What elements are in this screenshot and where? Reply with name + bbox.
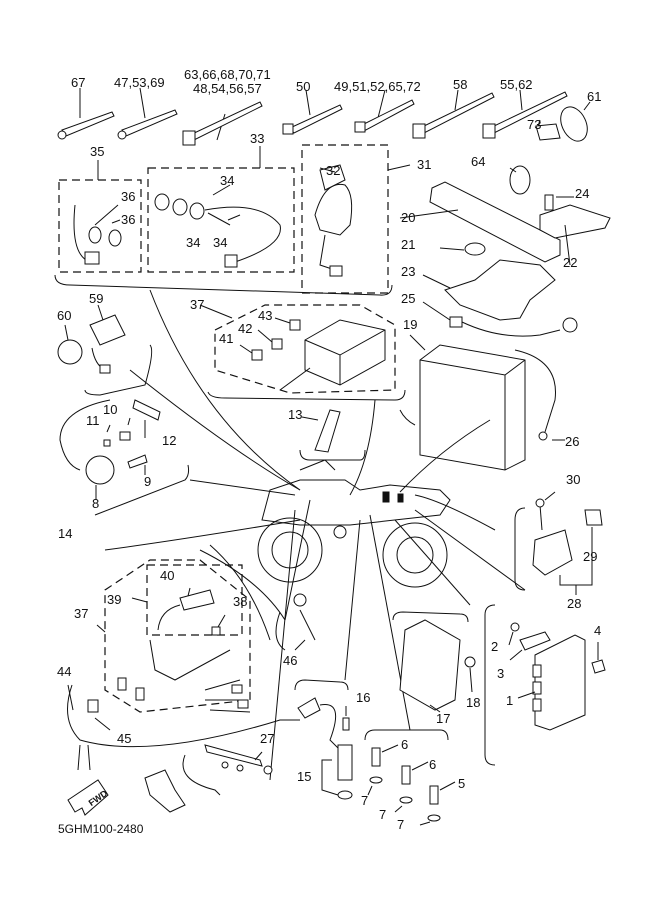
fuse-box-group [199, 304, 406, 461]
leader-lines [104, 289, 526, 781]
callout-43: 43 [258, 308, 273, 323]
callout-29: 29 [583, 549, 598, 564]
callout-36-b: 36 [121, 212, 136, 227]
callout-26: 26 [565, 434, 580, 449]
callout-1: 1 [506, 693, 514, 708]
callout-73: 73 [527, 117, 542, 132]
callout-18: 18 [466, 695, 481, 710]
callout-60: 60 [57, 308, 72, 323]
callout-55-62: 55,62 [500, 77, 533, 92]
callout-6-b: 6 [429, 757, 437, 772]
callout-9: 9 [144, 474, 152, 489]
callout-58: 58 [453, 77, 468, 92]
callout-34-b: 34 [186, 235, 201, 250]
callout-31: 31 [417, 157, 432, 172]
callout-39: 39 [107, 592, 122, 607]
bottom-parts [67, 744, 273, 816]
callout-38: 38 [233, 594, 248, 609]
callout-25: 25 [401, 291, 416, 306]
callout-24: 24 [575, 186, 590, 201]
callout-21: 21 [401, 237, 416, 252]
callout-22: 22 [563, 255, 578, 270]
callout-8: 8 [92, 496, 100, 511]
callout-28: 28 [567, 596, 582, 611]
callout-42: 42 [238, 321, 253, 336]
callout-19: 19 [403, 317, 418, 332]
callout-45: 45 [117, 731, 132, 746]
callout-48-54-56-57: 48,54,56,57 [193, 81, 262, 96]
callout-7-b: 7 [379, 807, 387, 822]
battery-area [399, 181, 611, 471]
cdi-unit [484, 604, 606, 766]
callout-41: 41 [219, 331, 234, 346]
callout-17: 17 [436, 711, 451, 726]
callout-11: 11 [86, 413, 100, 428]
callout-2: 2 [491, 639, 499, 654]
harness-groups [54, 144, 411, 296]
callout-32: 32 [326, 163, 341, 178]
callout-61: 61 [587, 89, 602, 104]
callout-13: 13 [288, 407, 303, 422]
callout-20: 20 [401, 210, 416, 225]
callout-4: 4 [594, 623, 602, 638]
callout-15: 15 [297, 769, 312, 784]
callout-6-a: 6 [401, 737, 409, 752]
left-parts [57, 304, 190, 516]
callout-46: 46 [283, 653, 298, 668]
callout-33: 33 [250, 131, 265, 146]
callout-16: 16 [356, 690, 371, 705]
callout-34-c: 34 [213, 235, 228, 250]
callout-36-a: 36 [121, 189, 136, 204]
callout-67: 67 [71, 75, 86, 90]
callout-7-a: 7 [361, 793, 369, 808]
callout-5: 5 [458, 776, 466, 791]
callout-3: 3 [497, 666, 505, 681]
atv-vehicle [257, 459, 451, 588]
callout-35: 35 [90, 144, 105, 159]
callout-10: 10 [103, 402, 118, 417]
main-harness [67, 544, 316, 771]
callout-14: 14 [58, 526, 73, 541]
callout-64: 64 [471, 154, 486, 169]
callout-30: 30 [566, 472, 581, 487]
callout-49-51-52-65-72: 49,51,52,65,72 [334, 79, 421, 94]
callout-27: 27 [260, 731, 275, 746]
callout-23: 23 [401, 264, 416, 279]
callout-7-c: 7 [397, 817, 405, 832]
drawing-code: 5GHM100-2480 [58, 822, 144, 836]
callout-59: 59 [89, 291, 104, 306]
callout-50: 50 [296, 79, 311, 94]
starter-relay-group [514, 491, 603, 595]
cable-ties [57, 87, 591, 211]
callout-12: 12 [162, 433, 177, 448]
fwd-arrow [67, 779, 109, 816]
callout-34-a: 34 [220, 173, 235, 188]
callout-44: 44 [57, 664, 72, 679]
callout-37-a: 37 [190, 297, 205, 312]
sensor-group [294, 679, 456, 826]
callout-40: 40 [160, 568, 175, 583]
callout-37-b: 37 [74, 606, 89, 621]
rectifier [392, 611, 476, 713]
callout-47-53-69: 47,53,69 [114, 75, 165, 90]
callout-63-66-68-70-71: 63,66,68,70,71 [184, 67, 271, 82]
